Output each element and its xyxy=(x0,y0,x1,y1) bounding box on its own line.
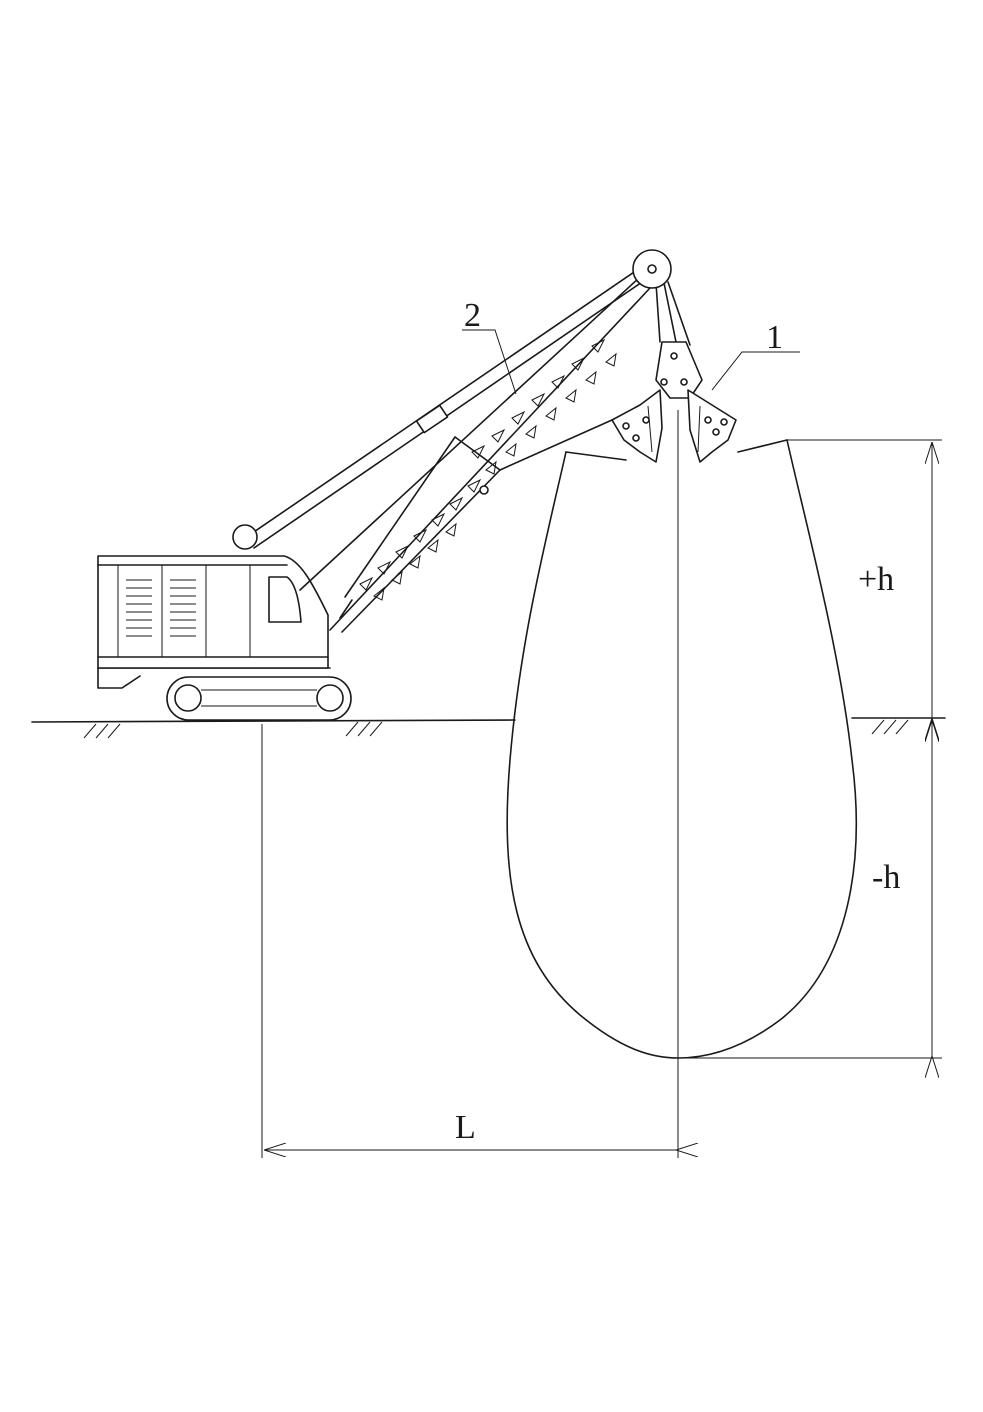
boom xyxy=(299,276,651,633)
digging-envelope xyxy=(506,439,858,1059)
height-dimension xyxy=(680,439,942,1058)
vent-louvres xyxy=(126,579,196,637)
boom-lattice xyxy=(359,338,617,601)
boom-cables xyxy=(232,267,691,550)
clamshell-bucket xyxy=(611,341,737,463)
reach-dimension xyxy=(261,724,676,1158)
excavator-body xyxy=(97,555,352,721)
ground-hatching xyxy=(83,719,909,739)
pulley-icon xyxy=(632,249,672,289)
height-above-label: +h xyxy=(858,561,894,598)
boom-label-leader xyxy=(462,329,517,395)
bucket-label: 1 xyxy=(766,319,783,356)
ground xyxy=(31,717,946,739)
depth-below-label: -h xyxy=(872,859,900,896)
boom-label: 2 xyxy=(464,297,481,334)
bucket-label-leader xyxy=(711,351,800,391)
reach-label: L xyxy=(455,1109,476,1146)
